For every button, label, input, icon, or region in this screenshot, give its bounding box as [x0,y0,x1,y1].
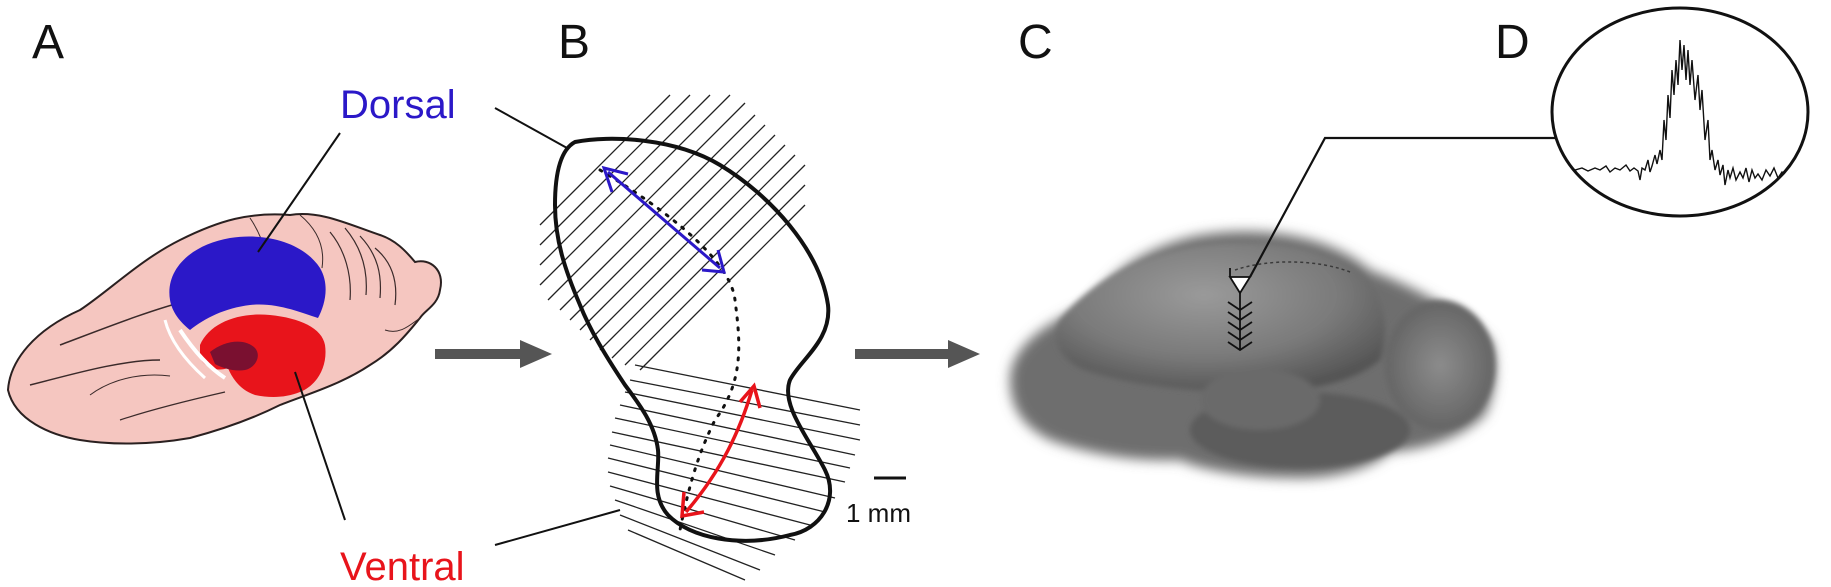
ventral-pointer-line-b [494,509,621,546]
dorsal-pointer-line-b [494,107,568,149]
panel-label-d: D [1495,16,1530,69]
panel-label-b: B [558,16,590,69]
hippocampus-outline [552,136,832,543]
dorsal-slice-lines [539,94,806,371]
dorsal-pointer-line-a [257,132,341,253]
panel-c-hemisphere [1010,136,1555,479]
dorsal-hippocampus-region [169,236,326,330]
cortex-surface [1056,242,1385,392]
panel-b-hippocampus-slicing: 1 mm [494,94,911,581]
dorsal-label: Dorsal [340,83,456,127]
panel-a-brain-illustration [6,132,442,521]
electrode-icon [1227,268,1253,352]
process-arrow-b-to-c [855,340,980,368]
ventral-pointer-line-a [294,371,346,521]
recording-connector-line [1249,136,1555,278]
ventral-hippocampus-region [200,314,326,397]
process-arrow-a-to-b [435,340,552,368]
panel-label-a: A [32,16,64,69]
dorsal-length-arrow [601,165,727,274]
recorded-trace [1559,39,1796,186]
cerebellum [1385,300,1495,430]
ventral-label: Ventral [340,545,465,587]
hippocampus-midline [598,168,741,532]
panel-d-recording-inset [1550,6,1810,218]
ventral-slice-lines [607,364,861,581]
ventral-length-arrow [680,382,762,519]
scale-bar-label: 1 mm [846,498,911,528]
inset-circle [1550,6,1810,218]
panel-label-c: C [1018,16,1053,69]
